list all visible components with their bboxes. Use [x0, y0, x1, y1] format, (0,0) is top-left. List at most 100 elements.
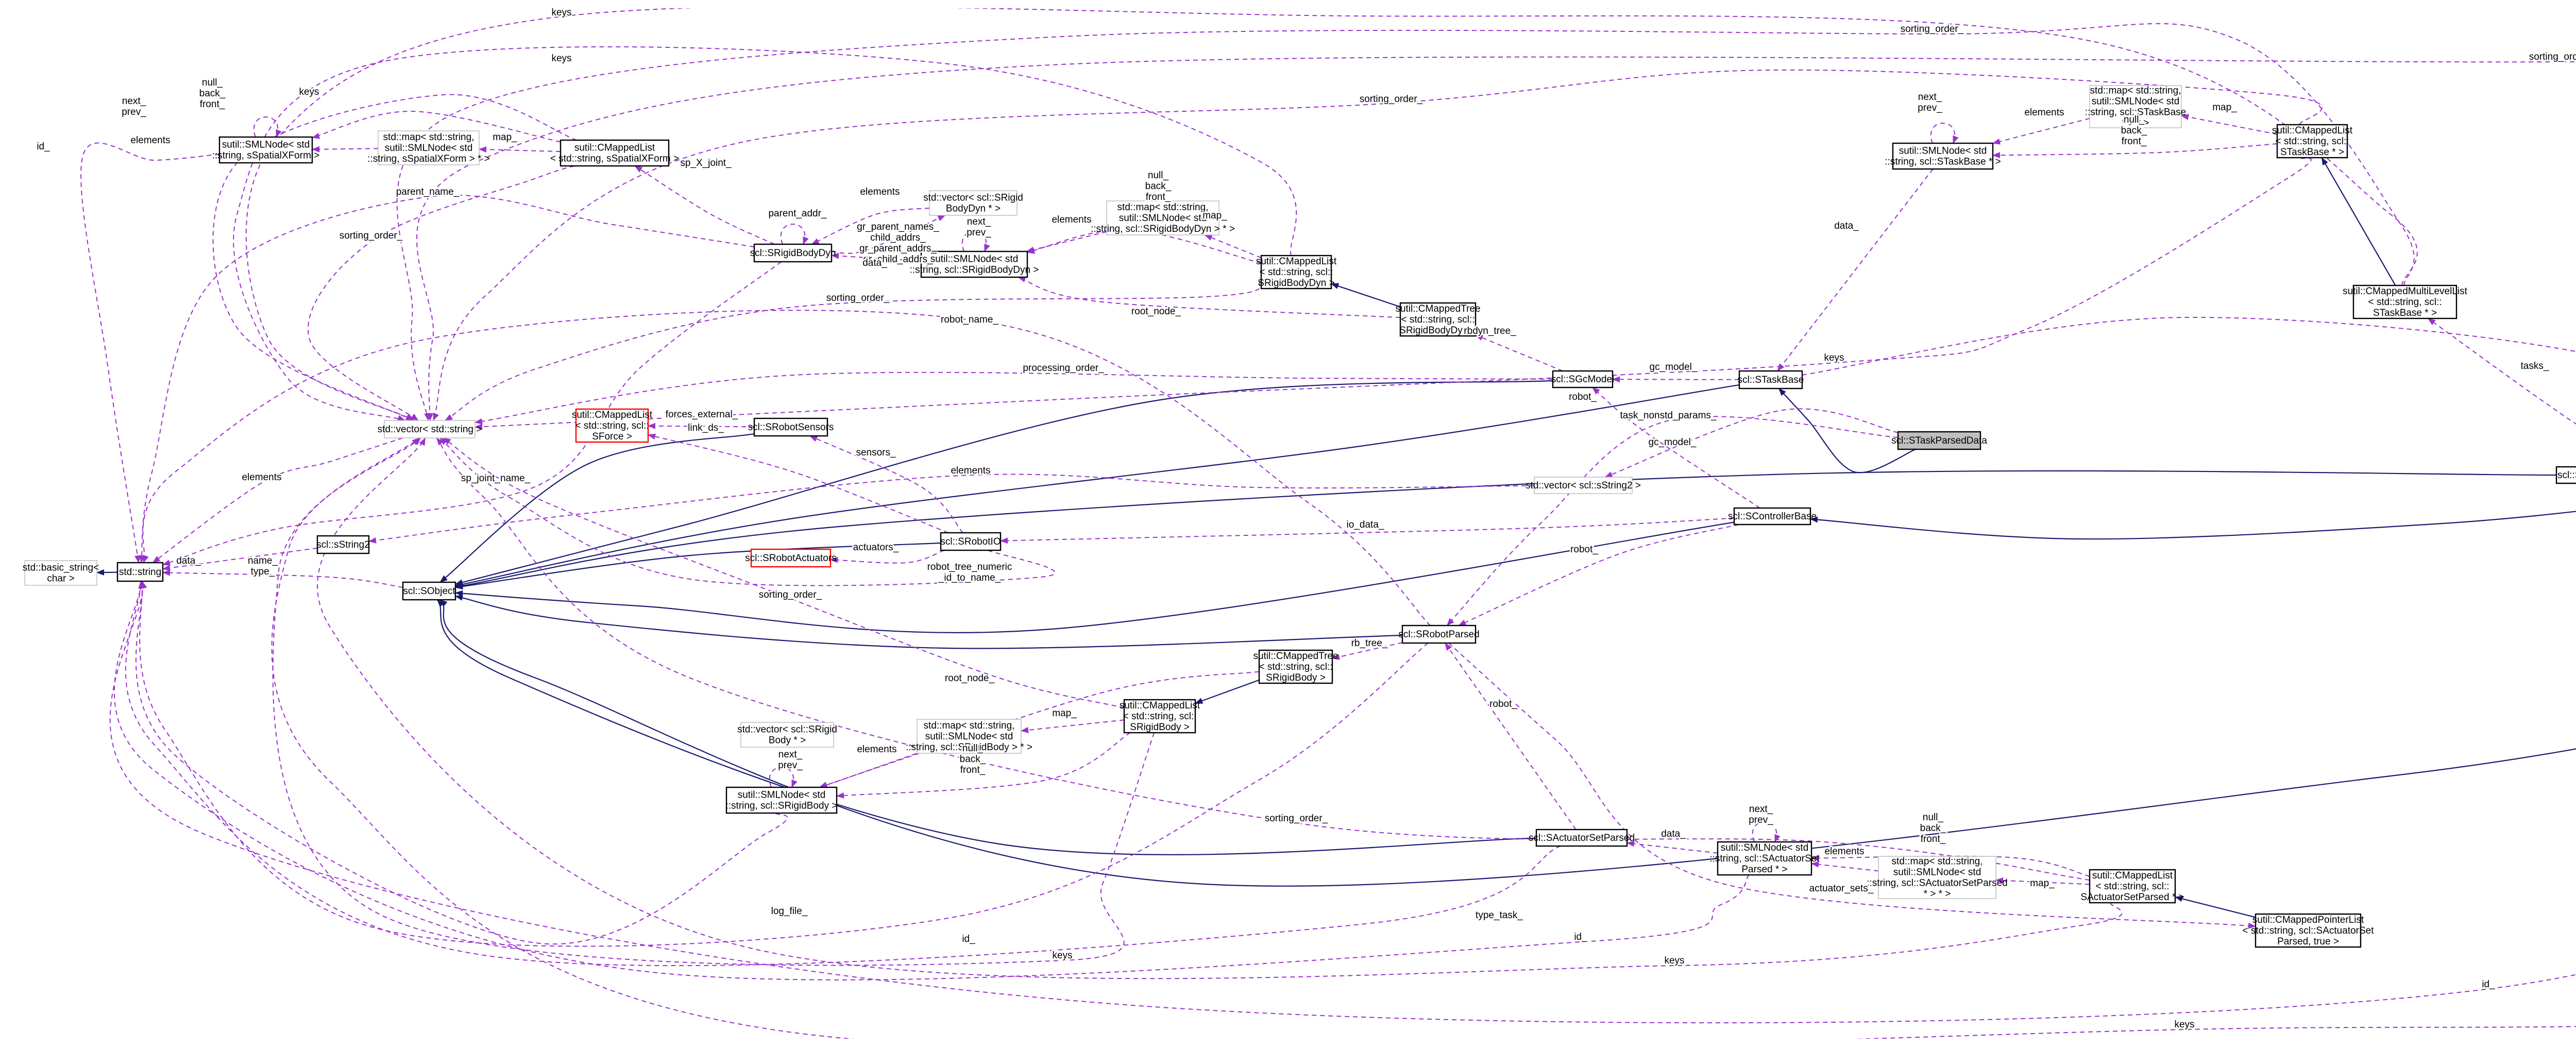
- edge-label: rb_tree_: [1351, 638, 1388, 649]
- edge-label: next_prev_: [1749, 804, 1773, 825]
- member-edge: [253, 116, 282, 138]
- node-box: [560, 139, 670, 167]
- node-label: scl::SRobotActuators: [745, 553, 836, 564]
- class-node-string[interactable]: std::string: [116, 562, 164, 582]
- member-edge: [479, 146, 561, 153]
- class-node-srobotsensors[interactable]: scl::SRobotSensors: [748, 417, 834, 437]
- member-edge: [961, 231, 990, 252]
- class-node-sservo[interactable]: scl::SServo: [2555, 466, 2576, 484]
- class-node-sactsetparsed[interactable]: scl::SActuatorSetParsed: [1529, 829, 1635, 847]
- member-edge: [1592, 387, 1760, 509]
- node-box: [1399, 302, 1477, 337]
- node-box: [2352, 284, 2458, 319]
- edge-label: log_file_: [771, 906, 808, 917]
- node-label: scl::STaskParsedData: [1891, 435, 1987, 446]
- class-node-map_srbd[interactable]: std::map< std::string,sutil::SMLNode< st…: [1091, 200, 1235, 235]
- member-edge: [1752, 821, 1781, 842]
- class-node-sstring2[interactable]: scl::sString2: [316, 535, 370, 554]
- node-label: scl::SRobotIO: [940, 536, 1001, 547]
- class-node-sobject[interactable]: scl::SObject: [402, 581, 456, 601]
- member-edge: [142, 310, 1431, 626]
- member-edge: [162, 261, 782, 566]
- class-node-cml_sspatial[interactable]: sutil::CMappedList< std::string, sSpatia…: [550, 139, 679, 167]
- node-label: scl::SGcModel: [1551, 374, 1614, 385]
- class-node-cmt_srb[interactable]: sutil::CMappedTree< std::string, scl::SR…: [1253, 649, 1338, 684]
- member-edge: [368, 474, 1535, 544]
- member-edge: [1204, 234, 1262, 259]
- class-node-basic_string[interactable]: std::basic_string<char >: [23, 560, 99, 586]
- inheritance-edge: [436, 599, 1537, 855]
- node-label: sutil::SMLNode< std::string, scl::STaskB…: [1885, 146, 2001, 167]
- class-node-cmml_staskbase[interactable]: sutil::CMappedMultiLevelList< std::strin…: [2343, 284, 2468, 319]
- node-label: scl::STaskBase: [1738, 375, 1804, 385]
- class-node-sml_srb[interactable]: sutil::SMLNode< std::string, scl::SRigid…: [725, 786, 838, 814]
- inheritance-edge: [439, 433, 755, 583]
- edge-label: robot_: [1570, 544, 1598, 555]
- class-node-cml_staskbase[interactable]: sutil::CMappedList< std::string, scl::ST…: [2272, 124, 2353, 159]
- inheritance-edge: [2321, 157, 2396, 286]
- edge-label: next_prev_: [778, 749, 803, 771]
- class-node-srobotparsed[interactable]: scl::SRobotParsed: [1398, 624, 1480, 644]
- member-edge: [80, 142, 220, 563]
- node-box: [1717, 841, 1812, 876]
- node-box: [753, 243, 833, 263]
- member-edge: [831, 215, 946, 254]
- class-node-staskbase[interactable]: scl::STaskBase: [1738, 370, 1804, 390]
- member-edge: [433, 69, 2323, 421]
- edge-label: data_: [1661, 829, 1686, 839]
- class-node-sml_staskbase[interactable]: sutil::SMLNode< std::string, scl::STaskB…: [1885, 142, 2001, 170]
- edge-label: id_: [1574, 932, 1587, 942]
- edge-label: null_back_front_: [960, 743, 986, 775]
- node-label: sutil::CMappedList< std::string, scl::SR…: [1256, 256, 1337, 289]
- edge-label: robot_tree_numeric_id_to_name_: [927, 562, 1012, 583]
- class-node-vec_sstring2[interactable]: std::vector< scl::sString2 >: [1526, 477, 1641, 494]
- class-node-scontrollerbase[interactable]: scl::SControllerBase: [1728, 507, 1817, 526]
- node-label: scl::SObject: [403, 586, 455, 597]
- class-node-smlnode_sspatial[interactable]: sutil::SMLNode< std::string, sSpatialXFo…: [212, 136, 320, 164]
- class-node-cmpl_sactset[interactable]: sutil::CMappedPointerList< std::string, …: [2242, 913, 2374, 948]
- member-edge: [1802, 316, 2576, 376]
- edge-label: keys: [1052, 950, 1072, 961]
- member-edge: [162, 569, 403, 588]
- member-edge: [769, 767, 798, 788]
- class-node-cml_sforce[interactable]: sutil::CMappedList< std::string, scl::SF…: [572, 408, 653, 443]
- node-box: [1535, 829, 1628, 847]
- class-node-staskparseddata[interactable]: scl::STaskParsedData: [1891, 431, 1987, 450]
- class-node-map_srb[interactable]: std::map< std::string,sutil::SMLNode< st…: [906, 719, 1032, 754]
- class-node-sgcmodel[interactable]: scl::SGcModel: [1551, 370, 1614, 389]
- node-box: [1401, 624, 1477, 644]
- inheritance-edge: [455, 521, 1735, 634]
- node-box: [116, 562, 164, 582]
- class-node-vec_string[interactable]: std::vector< std::string >: [378, 420, 482, 438]
- class-node-srobotactuators[interactable]: scl::SRobotActuators: [745, 548, 837, 568]
- node-box: [929, 190, 1018, 216]
- edge-label: sorting_order_: [2529, 52, 2576, 62]
- class-node-cml_sactset[interactable]: sutil::CMappedList< std::string, scl::SA…: [2080, 869, 2184, 904]
- node-label: std::map< std::string,sutil::SMLNode< st…: [2085, 86, 2186, 129]
- class-node-sml_srbd[interactable]: sutil::SMLNode< std::string, scl::SRigid…: [910, 250, 1039, 278]
- member-edge: [445, 281, 1262, 421]
- member-edge: [1027, 229, 1262, 264]
- class-node-map_sactset[interactable]: std::map< std::string,sutil::SMLNode< st…: [1867, 856, 2008, 900]
- edge-label: null_back_front_: [1145, 170, 1172, 202]
- node-label: sutil::CMappedList< std::string, sSpatia…: [550, 143, 679, 164]
- node-box: [402, 581, 456, 601]
- edge-label: sorting_order_: [1265, 813, 1328, 824]
- class-node-cml_srb[interactable]: sutil::CMappedList< std::string, scl::SR…: [1120, 699, 1200, 734]
- class-node-srigidbodydyn[interactable]: scl::SRigidBodyDyn: [750, 243, 836, 263]
- class-node-cml_srbd[interactable]: sutil::CMappedList< std::string, scl::SR…: [1256, 255, 1337, 290]
- class-node-cmt_srbd[interactable]: sutil::CMappedTree< std::string, scl::SR…: [1395, 302, 1481, 337]
- class-node-map_sspatial[interactable]: std::map< std::string,sutil::SMLNode< st…: [367, 130, 490, 165]
- class-node-sml_sactset[interactable]: sutil::SMLNode< std::string, scl::SActua…: [1709, 841, 1820, 876]
- node-box: [575, 408, 649, 443]
- member-edge: [1992, 143, 2278, 159]
- class-node-map_staskbase[interactable]: std::map< std::string,sutil::SMLNode< st…: [2085, 85, 2186, 129]
- member-edge: [830, 550, 944, 564]
- node-box: [750, 548, 832, 568]
- edge-label: data_: [862, 258, 887, 268]
- class-node-srobotio[interactable]: scl::SRobotIO: [940, 532, 1002, 551]
- node-label: sutil::CMappedList< std::string, scl::SR…: [1120, 700, 1200, 733]
- inheritance-edge: [455, 380, 1553, 586]
